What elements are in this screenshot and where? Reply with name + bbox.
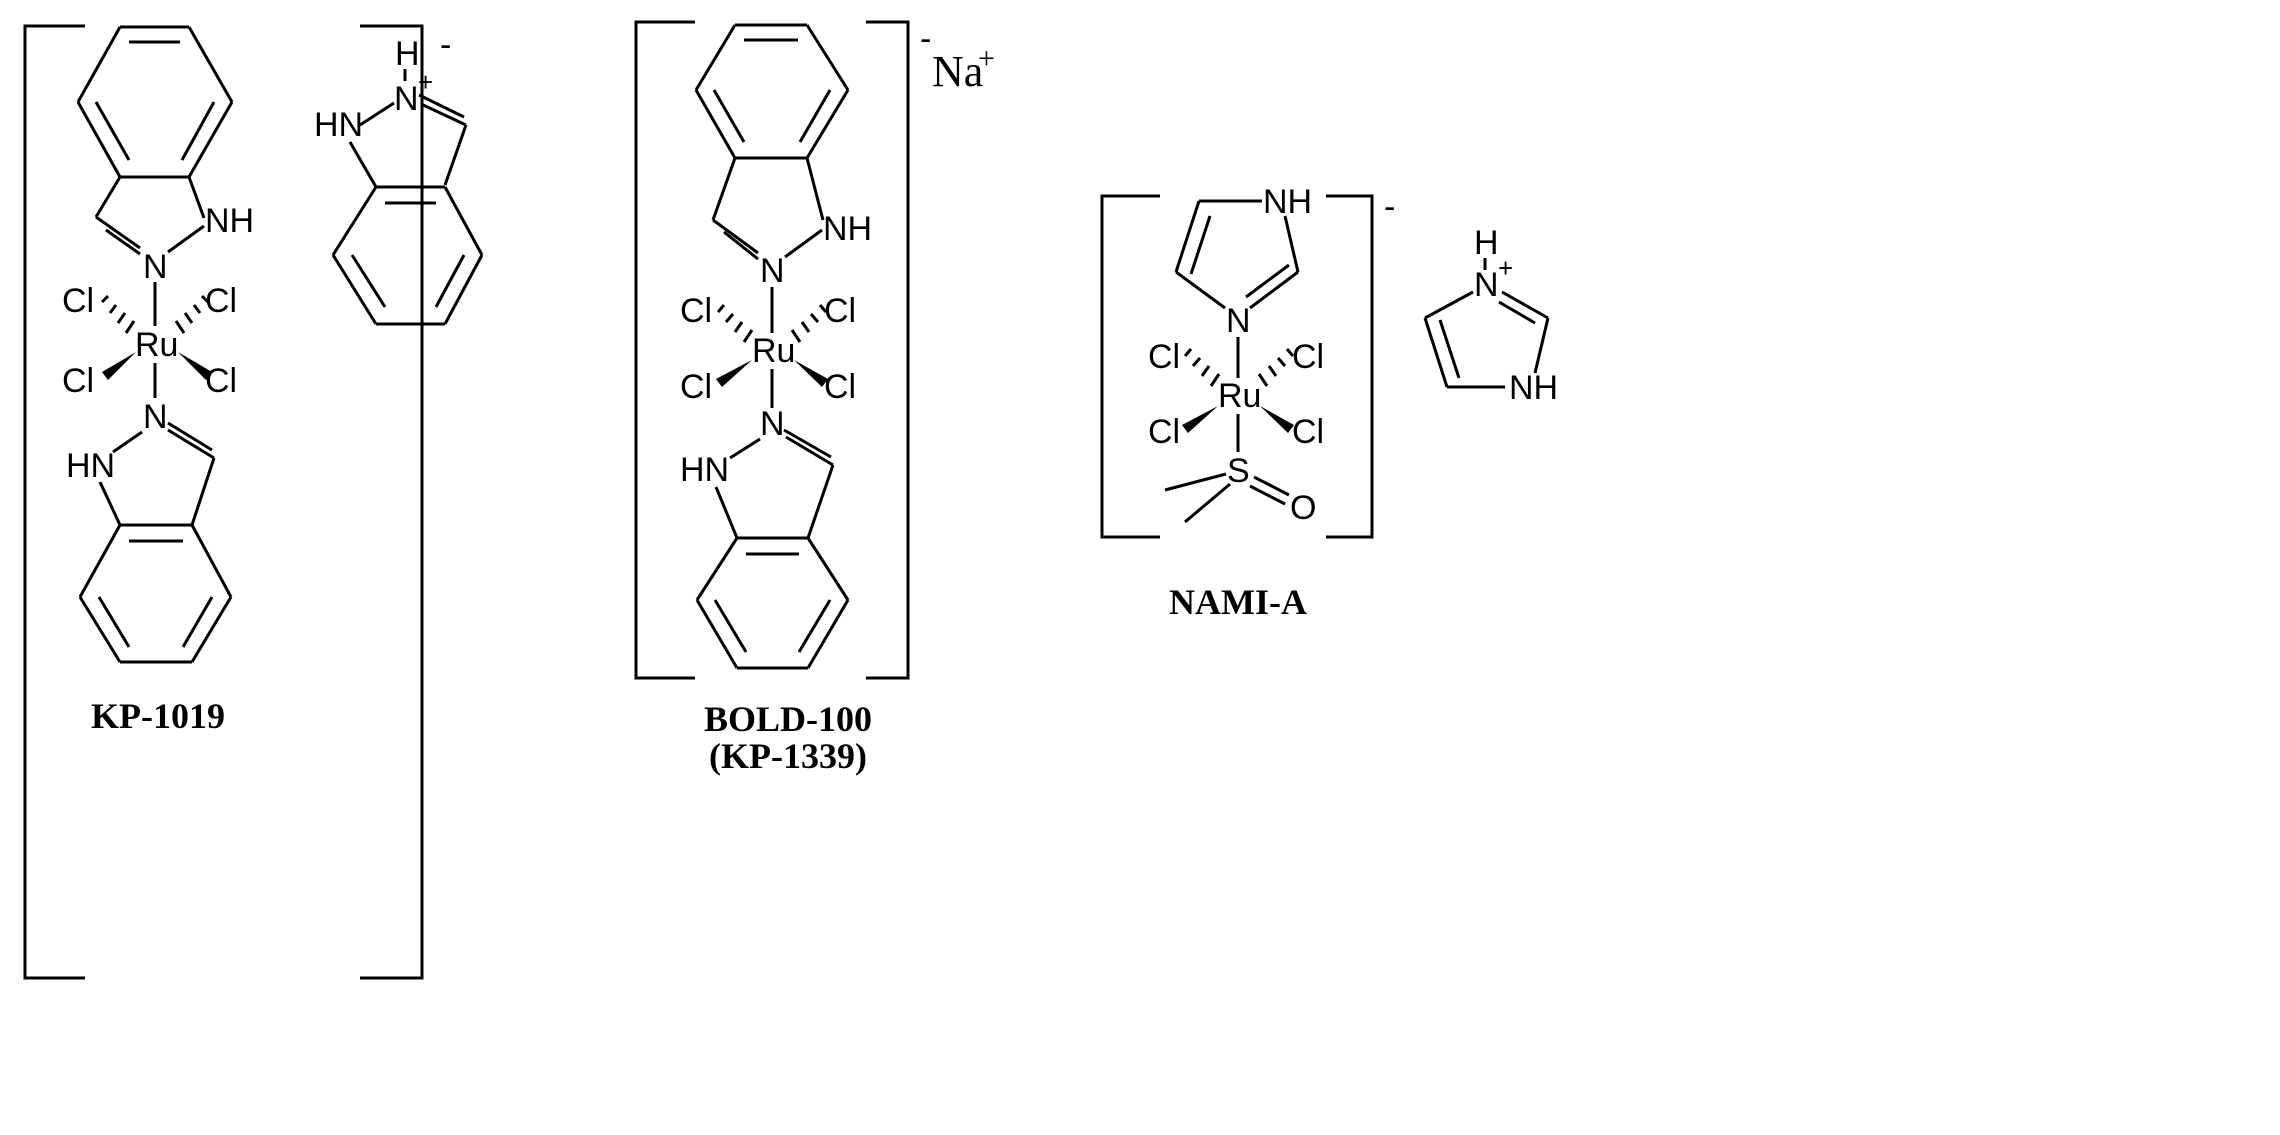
kp1019-right-bracket xyxy=(360,24,424,980)
namia-imidazolium-counterion: H N + NH xyxy=(1423,224,1558,407)
kp1019-cl-upper-right: Cl xyxy=(205,282,237,320)
kp1019-upper-nh-label: NH xyxy=(205,202,254,240)
kp1019-cl-lower-right: Cl xyxy=(205,362,237,400)
namia-caption: NAMI-A xyxy=(1169,582,1307,622)
namia-structure: - NH N Ru Cl Cl Cl Cl S xyxy=(1100,183,1558,622)
namia-counterion-plus: + xyxy=(1498,253,1513,283)
bold100-caption-line2: (KP-1339) xyxy=(709,736,867,776)
kp1019-hashed-bonds xyxy=(100,294,210,334)
kp1019-caption: KP-1019 xyxy=(91,696,225,736)
bold100-ru-label: Ru xyxy=(752,332,795,370)
bold100-hashed-bonds xyxy=(716,304,828,343)
namia-counterion-h-label: H xyxy=(1474,224,1499,262)
bold100-structure: - Na + NH N Ru xyxy=(634,20,995,776)
bold100-caption-line1: BOLD-100 xyxy=(704,699,872,739)
bold100-sodium-plus: + xyxy=(978,42,995,75)
kp1019-structure: - NH N Ru xyxy=(23,24,484,980)
kp1019-counterion-plus: + xyxy=(418,67,433,97)
kp1019-lower-hn-label: HN xyxy=(66,447,115,485)
namia-complex-charge: - xyxy=(1384,188,1395,226)
namia-sulfur-label: S xyxy=(1227,452,1250,490)
namia-cl-lower-left: Cl xyxy=(1148,413,1180,451)
namia-counterion-n-label: N xyxy=(1474,266,1499,304)
kp1019-upper-n-label: N xyxy=(143,248,168,286)
namia-oxygen-label: O xyxy=(1290,489,1316,527)
namia-ligand-nh-label: NH xyxy=(1263,183,1312,221)
bold100-cl-upper-left: Cl xyxy=(680,292,712,330)
bold100-left-bracket xyxy=(634,20,695,680)
namia-cl-lower-right: Cl xyxy=(1292,413,1324,451)
bold100-lower-n-label: N xyxy=(760,405,785,443)
bold100-lower-hn-label: HN xyxy=(680,451,729,489)
namia-ru-label: Ru xyxy=(1218,377,1261,415)
kp1019-indazolium-counterion: H N + HN xyxy=(314,35,484,326)
bold100-sodium-label: Na xyxy=(932,47,983,96)
namia-cl-upper-left: Cl xyxy=(1148,338,1180,376)
kp1019-ru-label: Ru xyxy=(135,326,178,364)
bold100-cl-lower-right: Cl xyxy=(824,368,856,406)
namia-cl-upper-right: Cl xyxy=(1292,338,1324,376)
namia-counterion-nh-label: NH xyxy=(1509,369,1558,407)
kp1019-right-wedge xyxy=(178,352,212,380)
namia-hashed-bonds xyxy=(1183,348,1295,387)
kp1019-lower-n-label: N xyxy=(143,398,168,436)
bold100-right-bracket xyxy=(866,20,910,680)
bold100-upper-nh-label: NH xyxy=(823,210,872,248)
bold100-left-wedge xyxy=(716,360,752,387)
kp1019-complex-charge: - xyxy=(440,26,451,64)
kp1019-left-bracket xyxy=(23,24,85,980)
namia-ligand-n-label: N xyxy=(1226,302,1251,340)
kp1019-cl-lower-left: Cl xyxy=(62,362,94,400)
namia-left-bracket xyxy=(1100,194,1160,539)
bold100-cl-lower-left: Cl xyxy=(680,368,712,406)
bold100-right-wedge xyxy=(794,360,828,387)
kp1019-left-wedge xyxy=(102,352,136,380)
namia-right-bracket xyxy=(1326,194,1374,539)
bold100-cl-upper-right: Cl xyxy=(824,292,856,330)
bold100-complex-charge: - xyxy=(920,20,931,58)
kp1019-counterion-n-label: N xyxy=(394,80,419,118)
namia-right-wedge xyxy=(1260,406,1294,433)
kp1019-cl-upper-left: Cl xyxy=(62,282,94,320)
bold100-upper-n-label: N xyxy=(760,252,785,290)
kp1019-counterion-hn-label: HN xyxy=(314,106,363,144)
kp1019-counterion-h-label: H xyxy=(395,35,420,73)
namia-left-wedge xyxy=(1182,406,1218,433)
